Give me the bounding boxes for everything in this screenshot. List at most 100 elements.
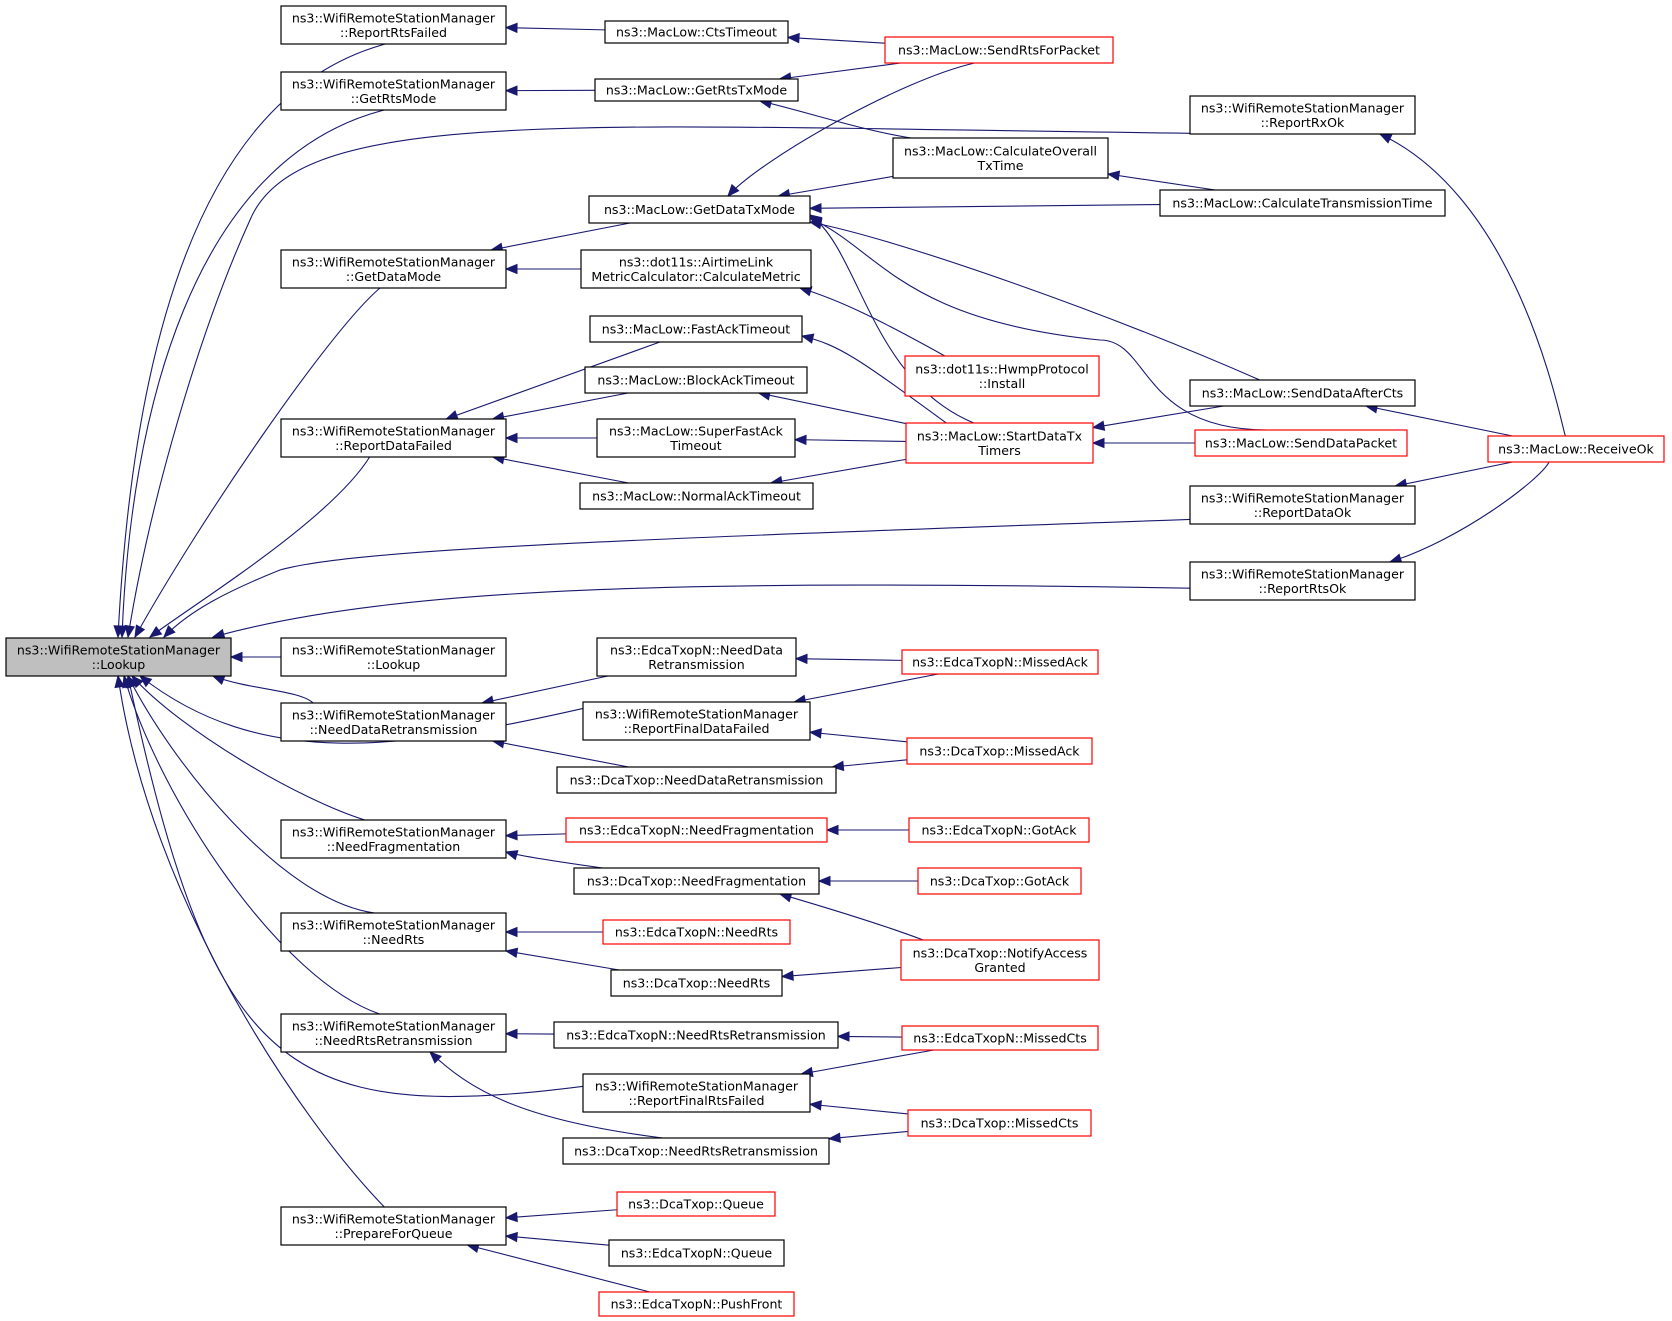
node-box[interactable]: [892, 137, 1109, 179]
node-edca-got-ack[interactable]: ns3::EdcaTxopN::GotAck: [908, 817, 1090, 843]
node-lookup-root[interactable]: ns3::WifiRemoteStationManager::Lookup: [5, 637, 232, 677]
node-need-data-retx[interactable]: ns3::WifiRemoteStationManager::NeedDataR…: [280, 702, 507, 742]
node-hwmp-install[interactable]: ns3::dot11s::HwmpProtocol::Install: [904, 355, 1100, 397]
node-box[interactable]: [608, 1239, 785, 1267]
node-box[interactable]: [1159, 189, 1446, 217]
node-box[interactable]: [907, 1109, 1092, 1137]
node-send-rts-for-packet[interactable]: ns3::MacLow::SendRtsForPacket: [884, 36, 1114, 64]
node-get-data-mode[interactable]: ns3::WifiRemoteStationManager::GetDataMo…: [280, 249, 507, 289]
node-dca-queue[interactable]: ns3::DcaTxop::Queue: [616, 1191, 776, 1217]
node-get-rts-mode[interactable]: ns3::WifiRemoteStationManager::GetRtsMod…: [280, 71, 507, 111]
node-dca-need-data-retx[interactable]: ns3::DcaTxop::NeedDataRetransmission: [556, 766, 837, 794]
node-box[interactable]: [280, 71, 507, 111]
node-dca-missed-cts[interactable]: ns3::DcaTxop::MissedCts: [907, 1109, 1092, 1137]
node-box[interactable]: [280, 702, 507, 742]
node-box[interactable]: [280, 1206, 507, 1246]
node-box[interactable]: [565, 817, 828, 843]
node-box[interactable]: [1194, 429, 1408, 457]
node-airtime-metric[interactable]: ns3::dot11s::AirtimeLinkMetricCalculator…: [580, 249, 812, 289]
node-need-rts-retx[interactable]: ns3::WifiRemoteStationManager::NeedRtsRe…: [280, 1013, 507, 1053]
node-box[interactable]: [589, 315, 803, 343]
node-edca-queue[interactable]: ns3::EdcaTxopN::Queue: [608, 1239, 785, 1267]
node-box[interactable]: [562, 1137, 830, 1165]
node-box[interactable]: [579, 482, 814, 510]
node-box[interactable]: [901, 649, 1099, 675]
node-box[interactable]: [596, 418, 796, 458]
node-box[interactable]: [905, 422, 1094, 464]
node-box[interactable]: [1189, 95, 1416, 135]
node-box[interactable]: [280, 418, 507, 458]
node-box[interactable]: [610, 969, 783, 997]
node-prepare-for-queue[interactable]: ns3::WifiRemoteStationManager::PrepareFo…: [280, 1206, 507, 1246]
node-report-rts-ok[interactable]: ns3::WifiRemoteStationManager::ReportRts…: [1189, 561, 1416, 601]
node-box[interactable]: [582, 1073, 811, 1113]
node-box[interactable]: [602, 919, 791, 945]
node-box[interactable]: [906, 737, 1093, 765]
node-box[interactable]: [1189, 485, 1416, 525]
node-box[interactable]: [553, 1021, 839, 1049]
node-box[interactable]: [884, 36, 1114, 64]
node-box[interactable]: [5, 637, 232, 677]
node-report-rx-ok[interactable]: ns3::WifiRemoteStationManager::ReportRxO…: [1189, 95, 1416, 135]
node-box[interactable]: [1487, 435, 1665, 463]
node-box[interactable]: [908, 817, 1090, 843]
node-cts-timeout[interactable]: ns3::MacLow::CtsTimeout: [604, 20, 789, 44]
node-box[interactable]: [280, 5, 507, 45]
node-edca-need-rts[interactable]: ns3::EdcaTxopN::NeedRts: [602, 919, 791, 945]
node-dca-need-frag[interactable]: ns3::DcaTxop::NeedFragmentation: [573, 867, 820, 895]
node-edca-need-frag[interactable]: ns3::EdcaTxopN::NeedFragmentation: [565, 817, 828, 843]
node-box[interactable]: [280, 819, 507, 859]
node-box[interactable]: [616, 1191, 776, 1217]
node-box[interactable]: [280, 1013, 507, 1053]
node-dca-missed-ack[interactable]: ns3::DcaTxop::MissedAck: [906, 737, 1093, 765]
node-get-data-tx-mode[interactable]: ns3::MacLow::GetDataTxMode: [588, 195, 811, 224]
node-box[interactable]: [580, 249, 812, 289]
node-box[interactable]: [582, 701, 811, 741]
node-box[interactable]: [900, 939, 1100, 981]
node-dca-need-rts-retx[interactable]: ns3::DcaTxop::NeedRtsRetransmission: [562, 1137, 830, 1165]
node-send-data-after-cts[interactable]: ns3::MacLow::SendDataAfterCts: [1189, 379, 1416, 407]
node-box[interactable]: [280, 912, 507, 952]
node-box[interactable]: [594, 78, 799, 102]
node-edca-need-rts-retx[interactable]: ns3::EdcaTxopN::NeedRtsRetransmission: [553, 1021, 839, 1049]
node-report-data-failed[interactable]: ns3::WifiRemoteStationManager::ReportDat…: [280, 418, 507, 458]
node-edca-push-front[interactable]: ns3::EdcaTxopN::PushFront: [598, 1291, 795, 1317]
node-box[interactable]: [1189, 561, 1416, 601]
node-calc-transmission-time[interactable]: ns3::MacLow::CalculateTransmissionTime: [1159, 189, 1446, 217]
node-box[interactable]: [596, 637, 797, 677]
node-box[interactable]: [584, 366, 808, 394]
node-report-rts-failed[interactable]: ns3::WifiRemoteStationManager::ReportRts…: [280, 5, 507, 45]
node-box[interactable]: [1189, 379, 1416, 407]
node-box[interactable]: [901, 1025, 1099, 1051]
node-lookup-self[interactable]: ns3::WifiRemoteStationManager::Lookup: [280, 637, 507, 677]
node-get-rts-tx-mode[interactable]: ns3::MacLow::GetRtsTxMode: [594, 78, 799, 102]
node-edca-missed-ack[interactable]: ns3::EdcaTxopN::MissedAck: [901, 649, 1099, 675]
node-edca-need-data-retx[interactable]: ns3::EdcaTxopN::NeedDataRetransmission: [596, 637, 797, 677]
node-box[interactable]: [573, 867, 820, 895]
node-need-rts[interactable]: ns3::WifiRemoteStationManager::NeedRts: [280, 912, 507, 952]
node-block-ack-timeout[interactable]: ns3::MacLow::BlockAckTimeout: [584, 366, 808, 394]
node-box[interactable]: [280, 637, 507, 677]
node-fast-ack-timeout[interactable]: ns3::MacLow::FastAckTimeout: [589, 315, 803, 343]
node-box[interactable]: [604, 20, 789, 44]
node-report-final-data-failed[interactable]: ns3::WifiRemoteStationManager::ReportFin…: [582, 701, 811, 741]
node-report-final-rts-failed[interactable]: ns3::WifiRemoteStationManager::ReportFin…: [582, 1073, 811, 1113]
node-edca-missed-cts[interactable]: ns3::EdcaTxopN::MissedCts: [901, 1025, 1099, 1051]
node-normal-ack-timeout[interactable]: ns3::MacLow::NormalAckTimeout: [579, 482, 814, 510]
node-box[interactable]: [904, 355, 1100, 397]
node-box[interactable]: [280, 249, 507, 289]
node-receive-ok[interactable]: ns3::MacLow::ReceiveOk: [1487, 435, 1665, 463]
node-report-data-ok[interactable]: ns3::WifiRemoteStationManager::ReportDat…: [1189, 485, 1416, 525]
node-dca-need-rts[interactable]: ns3::DcaTxop::NeedRts: [610, 969, 783, 997]
node-send-data-packet[interactable]: ns3::MacLow::SendDataPacket: [1194, 429, 1408, 457]
node-box[interactable]: [588, 195, 811, 224]
node-dca-got-ack[interactable]: ns3::DcaTxop::GotAck: [917, 867, 1082, 895]
node-need-fragmentation[interactable]: ns3::WifiRemoteStationManager::NeedFragm…: [280, 819, 507, 859]
node-box[interactable]: [598, 1291, 795, 1317]
node-box[interactable]: [917, 867, 1082, 895]
node-box[interactable]: [556, 766, 837, 794]
